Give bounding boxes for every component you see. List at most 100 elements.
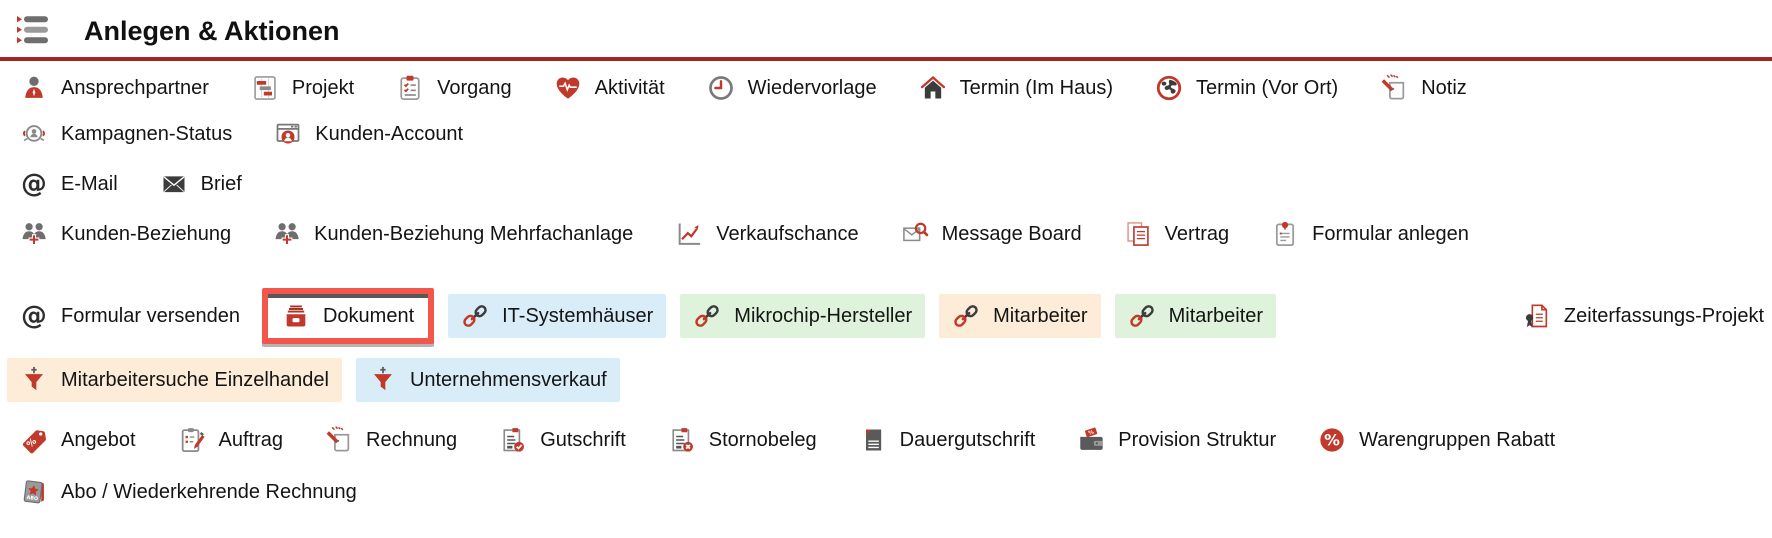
action-projekt[interactable]: Projekt bbox=[251, 74, 354, 102]
action-message-board[interactable]: Message Board bbox=[901, 220, 1082, 248]
action-termin-vor-ort[interactable]: Termin (Vor Ort) bbox=[1155, 74, 1338, 102]
envelope-icon bbox=[160, 170, 188, 198]
actions-row-6: Mitarbeitersuche Einzelhandel Unternehme… bbox=[0, 358, 1772, 402]
page-title: Anlegen & Aktionen bbox=[84, 15, 340, 46]
header-divider bbox=[0, 57, 1772, 61]
action-brief[interactable]: Brief bbox=[160, 170, 242, 198]
wallet-money-icon bbox=[1077, 426, 1105, 454]
action-mitarbeitersuche-einzelhandel[interactable]: Mitarbeitersuche Einzelhandel bbox=[7, 358, 342, 402]
action-angebot[interactable]: Angebot bbox=[20, 426, 136, 454]
action-rechnung[interactable]: Rechnung bbox=[325, 426, 457, 454]
action-label: Termin (Vor Ort) bbox=[1195, 76, 1339, 99]
house-icon bbox=[919, 74, 947, 102]
action-mitarbeiter-2[interactable]: Mitarbeiter bbox=[1114, 294, 1277, 338]
action-label: Angebot bbox=[61, 428, 136, 451]
action-dokument[interactable]: Dokument bbox=[261, 288, 435, 344]
action-label: Formular versenden bbox=[61, 304, 240, 327]
actions-row-3: E-Mail Brief bbox=[0, 170, 1772, 198]
person-icon bbox=[20, 74, 48, 102]
action-label: Formular anlegen bbox=[1312, 222, 1469, 245]
action-label: Vertrag bbox=[1164, 222, 1230, 245]
list-menu-icon bbox=[17, 16, 48, 44]
globe-icon bbox=[1155, 74, 1183, 102]
action-wiedervorlage[interactable]: Wiedervorlage bbox=[707, 74, 877, 102]
action-label: Gutschrift bbox=[540, 428, 626, 451]
action-verkaufschance[interactable]: Verkaufschance bbox=[675, 220, 859, 248]
action-label: Stornobeleg bbox=[708, 428, 817, 451]
action-vertrag[interactable]: Vertrag bbox=[1124, 220, 1229, 248]
action-label: Termin (Im Haus) bbox=[959, 76, 1113, 99]
action-aktivitaet[interactable]: Aktivität bbox=[554, 74, 665, 102]
action-termin-im-haus[interactable]: Termin (Im Haus) bbox=[919, 74, 1113, 102]
link-icon bbox=[952, 302, 980, 330]
archive-box-icon bbox=[282, 302, 310, 330]
action-kunden-beziehung[interactable]: Kunden-Beziehung bbox=[20, 220, 231, 248]
action-label: Mitarbeiter bbox=[993, 304, 1088, 327]
link-icon bbox=[1128, 302, 1156, 330]
action-label: Warengruppen Rabatt bbox=[1359, 428, 1556, 451]
action-label: Kampagnen-Status bbox=[61, 122, 233, 145]
action-label: Provision Struktur bbox=[1118, 428, 1277, 451]
action-label: Dauergutschrift bbox=[899, 428, 1036, 451]
clipboard-checklist-icon bbox=[396, 74, 424, 102]
action-abo-wiederkehrende-rechnung[interactable]: Abo / Wiederkehrende Rechnung bbox=[20, 478, 357, 506]
price-tag-percent-icon bbox=[20, 426, 48, 454]
document-dark-icon bbox=[859, 426, 887, 454]
action-label: Wiedervorlage bbox=[747, 76, 877, 99]
action-label: Message Board bbox=[941, 222, 1082, 245]
action-vorgang[interactable]: Vorgang bbox=[396, 74, 512, 102]
action-label: Rechnung bbox=[366, 428, 458, 451]
action-auftrag[interactable]: Auftrag bbox=[178, 426, 283, 454]
action-label: Abo / Wiederkehrende Rechnung bbox=[61, 480, 357, 503]
chart-up-icon bbox=[675, 220, 703, 248]
action-unternehmensverkauf[interactable]: Unternehmensverkauf bbox=[355, 358, 620, 402]
action-notiz[interactable]: Notiz bbox=[1380, 74, 1467, 102]
action-label: Ansprechpartner bbox=[61, 76, 209, 99]
action-label: Zeiterfassungs-Projekt bbox=[1563, 304, 1764, 327]
document-ribbon-icon bbox=[1523, 302, 1551, 330]
note-pencil-icon bbox=[325, 426, 353, 454]
action-label: Vorgang bbox=[437, 76, 512, 99]
document-check-icon bbox=[499, 426, 527, 454]
actions-row-2: Kampagnen-Status Kunden-Account bbox=[0, 120, 1772, 148]
action-ansprechpartner[interactable]: Ansprechpartner bbox=[20, 74, 209, 102]
action-provision-struktur[interactable]: Provision Struktur bbox=[1077, 426, 1276, 454]
action-mitarbeiter-1[interactable]: Mitarbeiter bbox=[939, 294, 1101, 338]
link-icon bbox=[693, 302, 721, 330]
action-gutschrift[interactable]: Gutschrift bbox=[499, 426, 626, 454]
document-pages-icon bbox=[1124, 220, 1152, 248]
actions-row-1: Ansprechpartner Projekt Vorgang Aktivitä… bbox=[0, 74, 1772, 102]
action-formular-versenden[interactable]: Formular versenden bbox=[20, 302, 240, 330]
people-plus-icon bbox=[20, 220, 48, 248]
action-stornobeleg[interactable]: Stornobeleg bbox=[668, 426, 817, 454]
funnel-plus-icon bbox=[20, 366, 48, 394]
action-email[interactable]: E-Mail bbox=[20, 170, 118, 198]
funnel-plus-icon bbox=[369, 366, 397, 394]
action-kampagnen-status[interactable]: Kampagnen-Status bbox=[20, 120, 232, 148]
panel-header: Anlegen & Aktionen bbox=[0, 0, 1772, 48]
clipboard-pin-icon bbox=[1271, 220, 1299, 248]
clock-icon bbox=[707, 74, 735, 102]
gantt-chart-icon bbox=[251, 74, 279, 102]
note-pencil-icon bbox=[1380, 74, 1408, 102]
action-zeiterfassungs-projekt[interactable]: Zeiterfassungs-Projekt bbox=[1523, 302, 1764, 330]
action-warengruppen-rabatt[interactable]: Warengruppen Rabatt bbox=[1318, 426, 1555, 454]
actions-row-7: Angebot Auftrag Rechnung Gutschrift Stor… bbox=[0, 426, 1772, 454]
browser-user-icon bbox=[274, 120, 302, 148]
action-label: Notiz bbox=[1421, 76, 1467, 99]
action-mikrochip-hersteller[interactable]: Mikrochip-Hersteller bbox=[680, 294, 926, 338]
actions-row-8: Abo / Wiederkehrende Rechnung bbox=[0, 478, 1772, 506]
at-sign-icon bbox=[20, 302, 48, 330]
action-kunden-account[interactable]: Kunden-Account bbox=[274, 120, 463, 148]
action-label: Mitarbeiter bbox=[1168, 304, 1264, 327]
mail-search-icon bbox=[901, 220, 929, 248]
action-dauergutschrift[interactable]: Dauergutschrift bbox=[859, 426, 1036, 454]
action-kunden-beziehung-mehrfachanlage[interactable]: Kunden-Beziehung Mehrfachanlage bbox=[273, 220, 633, 248]
action-label: IT-Systemhäuser bbox=[502, 304, 654, 327]
action-label: Kunden-Beziehung Mehrfachanlage bbox=[314, 222, 634, 245]
action-formular-anlegen[interactable]: Formular anlegen bbox=[1271, 220, 1469, 248]
action-label: Mikrochip-Hersteller bbox=[734, 304, 913, 327]
action-label: E-Mail bbox=[61, 172, 118, 195]
action-it-systemhaeuser[interactable]: IT-Systemhäuser bbox=[448, 294, 667, 338]
action-label: Projekt bbox=[291, 76, 355, 99]
